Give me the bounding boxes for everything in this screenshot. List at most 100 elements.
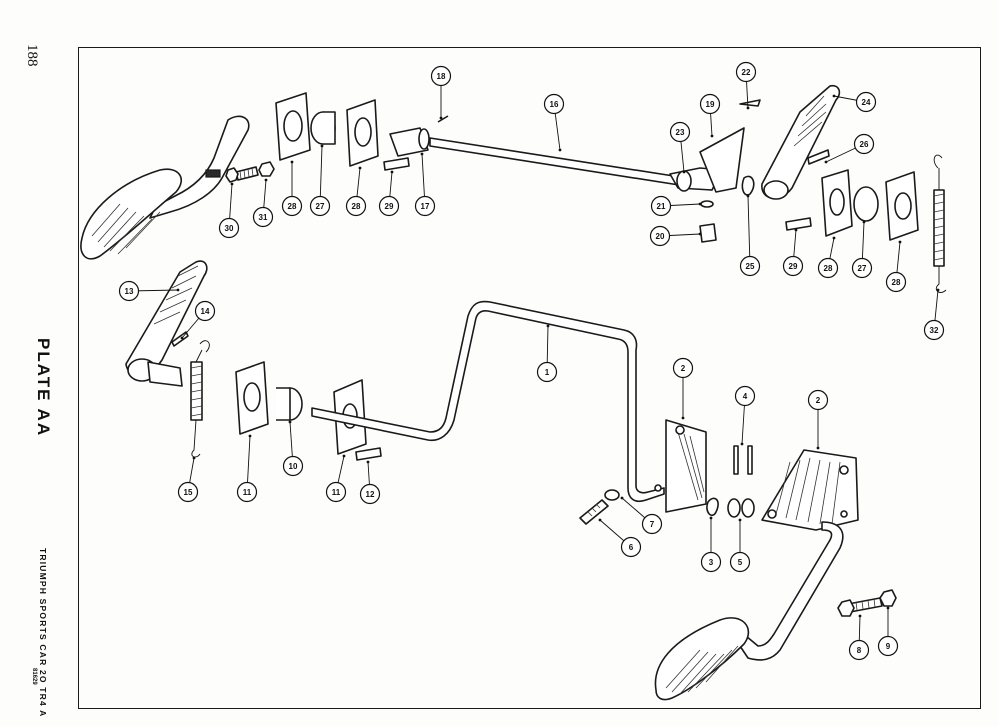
callout-arrowhead bbox=[366, 460, 370, 464]
callout-label: 17 bbox=[421, 202, 430, 211]
callout-2: 2 bbox=[672, 357, 694, 379]
callout-circle bbox=[325, 481, 347, 503]
callout-arrowhead bbox=[390, 170, 394, 174]
callout-circle bbox=[281, 195, 303, 217]
upper-bolts-and-nut bbox=[225, 161, 275, 183]
lower-bracket-right bbox=[761, 449, 859, 531]
callout-label: 28 bbox=[892, 278, 901, 287]
callout-circle bbox=[699, 93, 721, 115]
callout-21: 21 bbox=[650, 195, 672, 217]
callout-arrowhead bbox=[681, 416, 685, 420]
callout-arrowhead bbox=[320, 144, 324, 148]
callout-circle bbox=[739, 255, 761, 277]
callout-26: 26 bbox=[853, 133, 875, 155]
callout-label: 19 bbox=[706, 100, 715, 109]
upper-pedal-arm bbox=[80, 115, 250, 260]
callout-label: 28 bbox=[352, 202, 361, 211]
callout-label: 21 bbox=[657, 202, 666, 211]
callout-arrowhead bbox=[342, 454, 346, 458]
callout-29: 29 bbox=[782, 255, 804, 277]
callout-label: 29 bbox=[385, 202, 394, 211]
callout-circle bbox=[669, 121, 691, 143]
callout-arrowhead bbox=[546, 324, 550, 328]
callout-6: 6 bbox=[620, 536, 642, 558]
callout-29: 29 bbox=[378, 195, 400, 217]
callout-arrowhead bbox=[832, 236, 836, 240]
callout-arrowhead bbox=[558, 148, 562, 152]
callout-circle bbox=[735, 61, 757, 83]
callout-28: 28 bbox=[281, 195, 303, 217]
callout-circle bbox=[848, 639, 870, 661]
callout-label: 5 bbox=[738, 558, 743, 567]
callout-arrowhead bbox=[620, 496, 624, 500]
callout-label: 20 bbox=[656, 232, 665, 241]
callout-arrowhead bbox=[598, 518, 602, 522]
callout-28: 28 bbox=[885, 271, 907, 293]
callout-label: 13 bbox=[125, 287, 134, 296]
upper-right-lever-and-flanges bbox=[741, 84, 919, 241]
callout-23: 23 bbox=[669, 121, 691, 143]
callout-label: 10 bbox=[289, 462, 298, 471]
callout-arrowhead bbox=[740, 442, 744, 446]
callout-arrowhead bbox=[180, 336, 184, 340]
callout-label: 11 bbox=[332, 488, 341, 497]
callout-circle bbox=[853, 133, 875, 155]
callout-label: 23 bbox=[676, 128, 685, 137]
lower-bracket-left bbox=[654, 419, 707, 513]
callout-circle bbox=[672, 357, 694, 379]
callout-arrowhead bbox=[746, 106, 750, 110]
callout-label: 25 bbox=[746, 262, 755, 271]
callout-label: 6 bbox=[629, 543, 634, 552]
callout-28: 28 bbox=[345, 195, 367, 217]
callout-25: 25 bbox=[739, 255, 761, 277]
callout-circle bbox=[414, 195, 436, 217]
lower-small-parts bbox=[579, 445, 755, 525]
callout-arrowhead bbox=[824, 160, 828, 164]
callout-label: 28 bbox=[288, 202, 297, 211]
callout-9: 9 bbox=[877, 635, 899, 657]
callout-11: 11 bbox=[325, 481, 347, 503]
callout-circle bbox=[194, 300, 216, 322]
callout-3: 3 bbox=[700, 551, 722, 573]
callout-arrowhead bbox=[710, 134, 714, 138]
callout-label: 22 bbox=[742, 68, 751, 77]
callout-circle bbox=[620, 536, 642, 558]
callout-30: 30 bbox=[218, 217, 240, 239]
callout-arrowhead bbox=[738, 518, 742, 522]
lower-flanges-and-bush bbox=[235, 361, 382, 461]
callout-label: 3 bbox=[709, 558, 714, 567]
callout-label: 30 bbox=[225, 224, 234, 233]
callout-label: 18 bbox=[437, 72, 446, 81]
cross-shaft bbox=[383, 115, 713, 191]
callout-circle bbox=[536, 361, 558, 383]
callout-label: 14 bbox=[201, 307, 210, 316]
callout-27: 27 bbox=[851, 257, 873, 279]
callout-arrowhead bbox=[290, 160, 294, 164]
callout-13: 13 bbox=[118, 280, 140, 302]
callout-arrowhead bbox=[698, 202, 702, 206]
callout-circle bbox=[177, 481, 199, 503]
callout-label: 26 bbox=[860, 140, 869, 149]
callout-20: 20 bbox=[649, 225, 671, 247]
callout-circle bbox=[345, 195, 367, 217]
callout-arrowhead bbox=[862, 220, 866, 224]
callout-circle bbox=[851, 257, 873, 279]
callout-arrowhead bbox=[858, 614, 862, 618]
callout-1: 1 bbox=[536, 361, 558, 383]
lower-cross-rod bbox=[311, 300, 665, 503]
callout-label: 31 bbox=[259, 213, 268, 222]
callout-circle bbox=[650, 195, 672, 217]
upper-left-flanges bbox=[275, 92, 379, 167]
callout-label: 2 bbox=[816, 396, 821, 405]
callout-label: 11 bbox=[243, 488, 252, 497]
callout-arrowhead bbox=[248, 434, 252, 438]
callout-circle bbox=[817, 257, 839, 279]
callout-arrowhead bbox=[420, 152, 424, 156]
callout-2: 2 bbox=[807, 389, 829, 411]
callout-5: 5 bbox=[729, 551, 751, 573]
callout-19: 19 bbox=[699, 93, 721, 115]
callout-arrowhead bbox=[898, 240, 902, 244]
callout-15: 15 bbox=[177, 481, 199, 503]
